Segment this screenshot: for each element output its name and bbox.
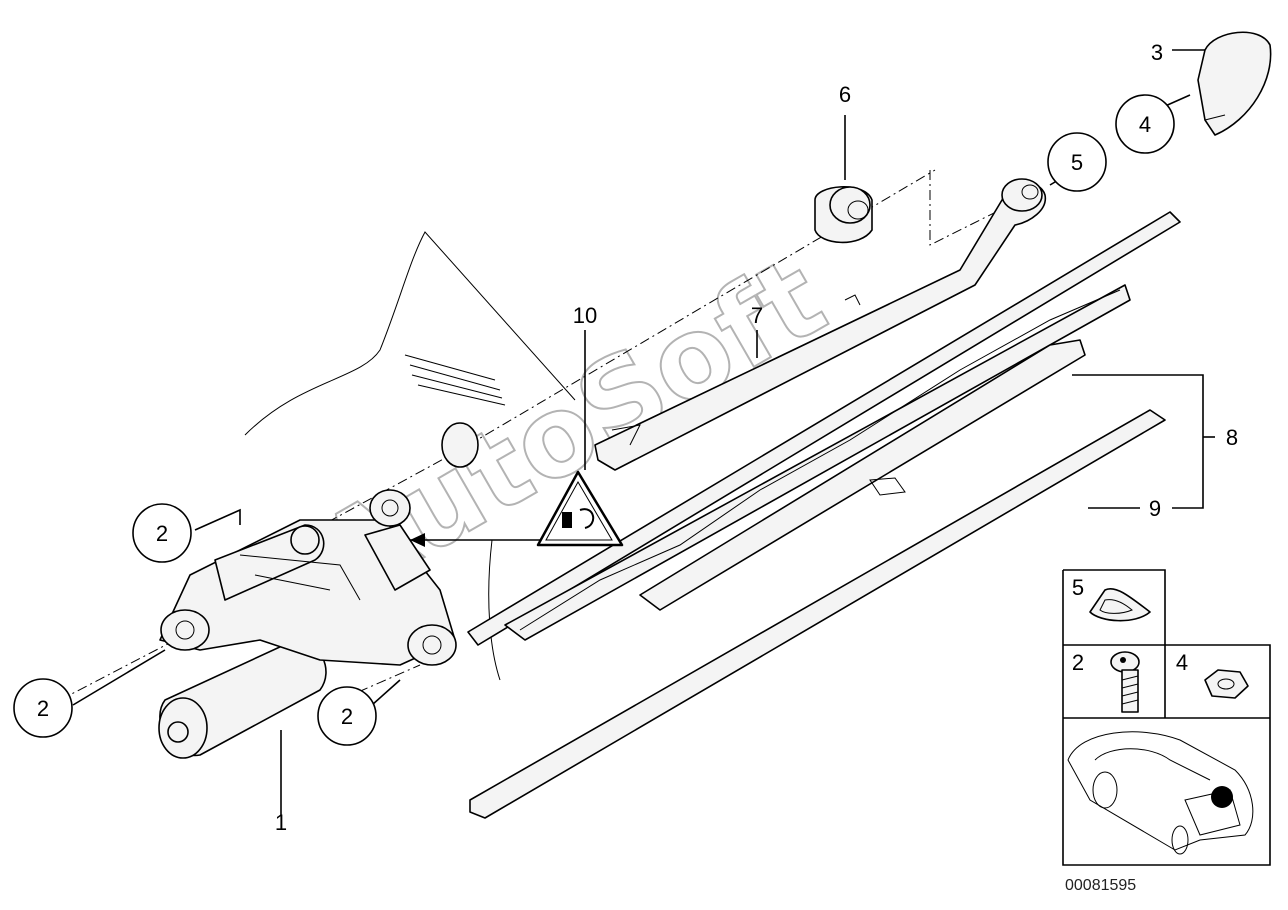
- legend-label-5: 5: [1072, 575, 1084, 600]
- label-7: 7: [751, 303, 763, 328]
- label-2c: 2: [341, 704, 353, 729]
- label-10: 10: [573, 303, 597, 328]
- wiper-cap: [1197, 31, 1272, 136]
- wiper-rubber: [469, 409, 1166, 819]
- car-location-thumbnail: [1067, 731, 1254, 855]
- label-8: 8: [1226, 425, 1238, 450]
- label-2a: 2: [156, 521, 168, 546]
- label-9: 9: [1149, 496, 1161, 521]
- label-4: 4: [1139, 112, 1151, 137]
- window-plug: [441, 422, 479, 468]
- wiper-arm: [594, 178, 1046, 471]
- wiper-motor: [158, 489, 545, 759]
- location-marker-icon: [1211, 786, 1233, 808]
- label-2b: 2: [37, 696, 49, 721]
- warning-triangle-icon: [536, 470, 624, 547]
- grommet: [814, 186, 873, 244]
- callout-circles: [13, 94, 1175, 746]
- wiper-blade: [467, 211, 1181, 646]
- label-6: 6: [839, 82, 851, 107]
- legend-label-2: 2: [1072, 650, 1084, 675]
- label-3: 3: [1151, 40, 1163, 65]
- leader-lines: [72, 49, 1215, 815]
- reference-number: 00081595: [1065, 877, 1136, 894]
- legend-label-4: 4: [1176, 650, 1188, 675]
- label-5: 5: [1071, 150, 1083, 175]
- label-1: 1: [275, 810, 287, 835]
- hardware-legend: [1062, 569, 1271, 866]
